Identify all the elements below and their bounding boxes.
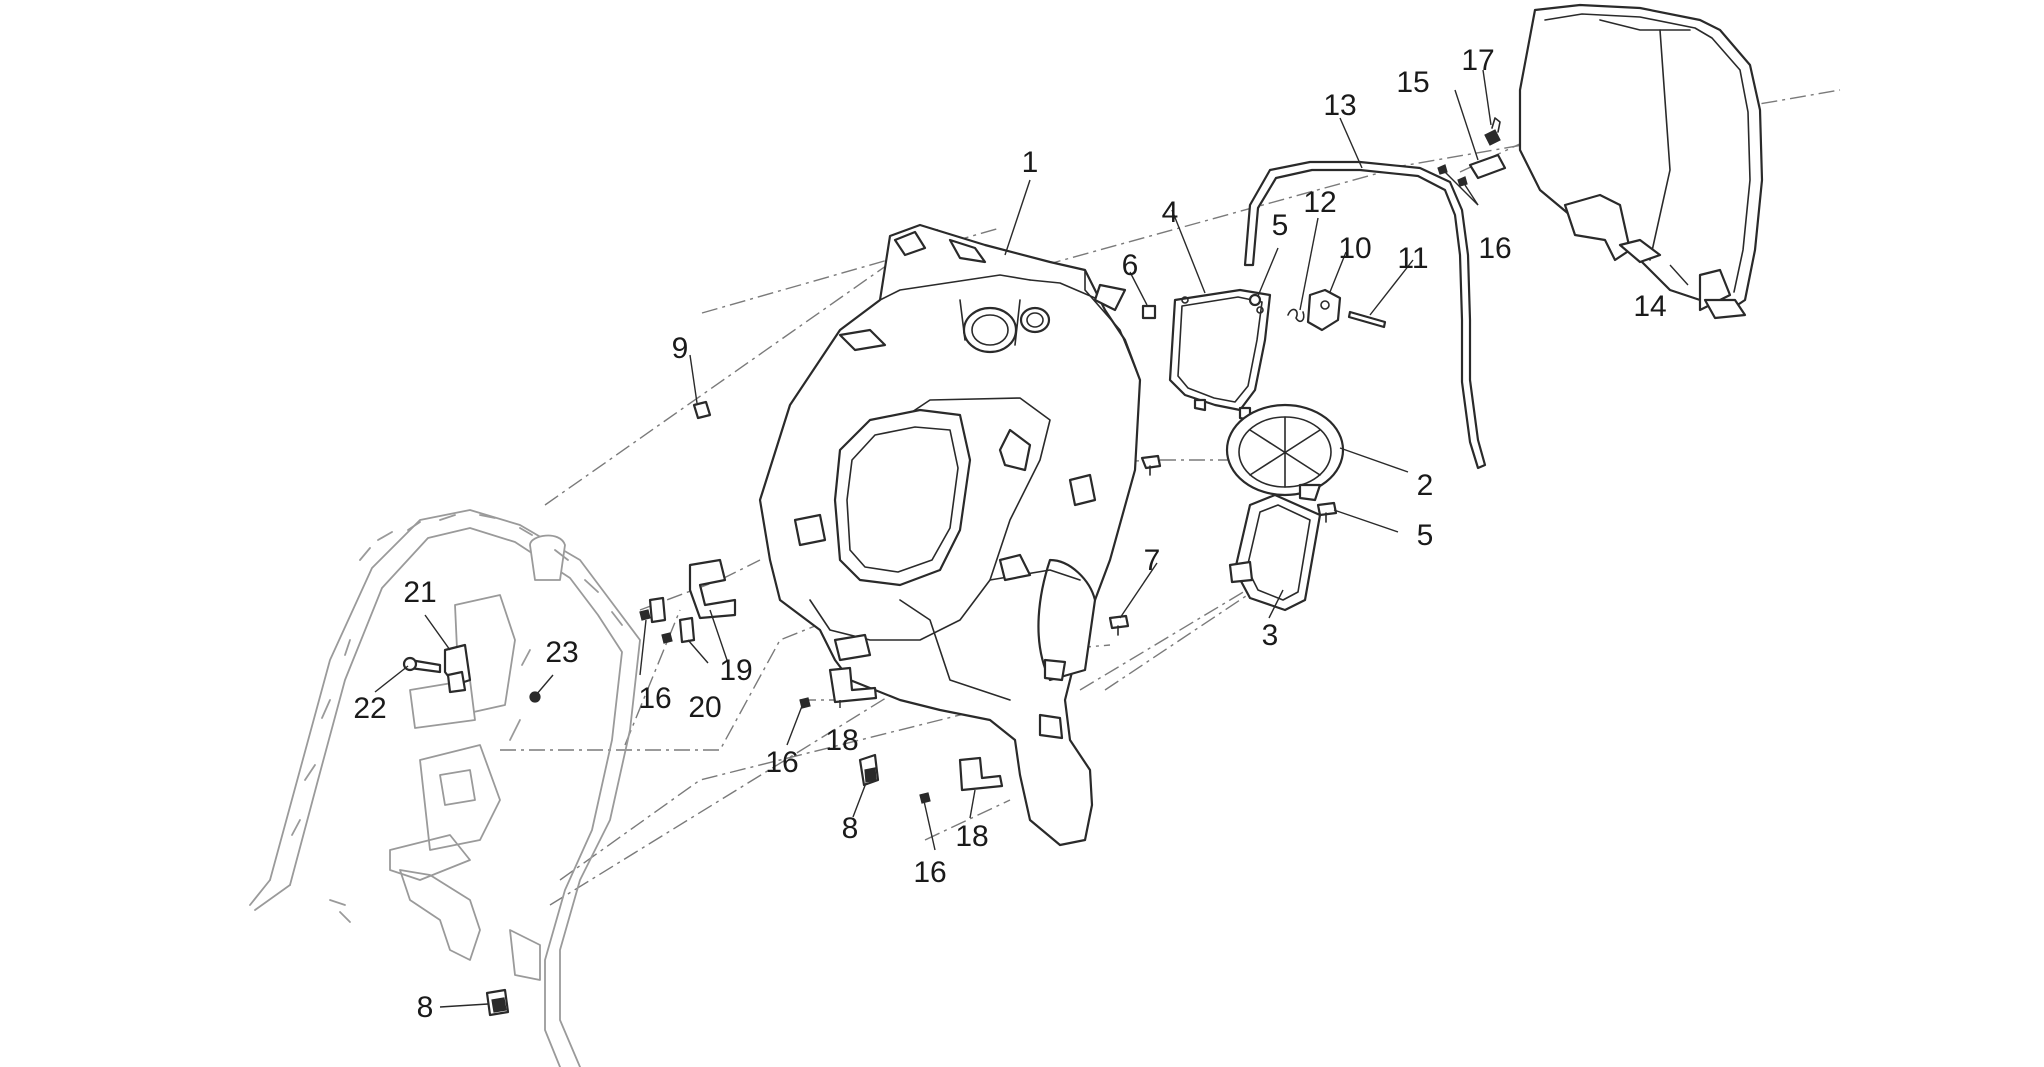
callout-13: 13 bbox=[1323, 89, 1356, 122]
callout-9: 9 bbox=[672, 332, 689, 365]
cover-plate-part-4 bbox=[1168, 288, 1272, 422]
callout-12: 12 bbox=[1303, 186, 1336, 219]
callout-16-mid: 16 bbox=[765, 746, 798, 779]
callout-22: 22 bbox=[353, 692, 386, 725]
callout-3: 3 bbox=[1262, 619, 1279, 652]
callout-8-mid: 8 bbox=[842, 812, 859, 845]
callout-11: 11 bbox=[1397, 242, 1428, 275]
callout-18-mid: 18 bbox=[825, 724, 858, 757]
callout-19: 19 bbox=[719, 654, 752, 687]
vent-part-2 bbox=[1225, 403, 1345, 502]
seal-strip-part-13 bbox=[1243, 160, 1487, 470]
callout-21: 21 bbox=[403, 576, 436, 609]
hardware bbox=[402, 117, 1507, 1017]
callout-18-right: 18 bbox=[955, 820, 988, 853]
callout-16-bottom: 16 bbox=[913, 856, 946, 889]
leader-lines bbox=[374, 69, 1689, 1008]
callout-20: 20 bbox=[688, 691, 721, 724]
callout-15: 15 bbox=[1396, 66, 1429, 99]
callout-8-bottom: 8 bbox=[417, 991, 434, 1024]
callout-2: 2 bbox=[1417, 469, 1434, 502]
callout-labels: 1 2 3 4 5 5 6 7 8 8 9 10 11 12 13 14 15 … bbox=[353, 44, 1666, 1024]
top-cover-part-14 bbox=[1518, 3, 1764, 320]
callout-5-top: 5 bbox=[1272, 209, 1289, 242]
leg-shield-frame bbox=[249, 509, 641, 1067]
callout-10: 10 bbox=[1338, 232, 1371, 265]
leg-shield-part-1 bbox=[758, 223, 1142, 847]
callout-4: 4 bbox=[1162, 196, 1179, 229]
cover-part-3 bbox=[1228, 493, 1322, 612]
callout-7: 7 bbox=[1144, 544, 1161, 577]
callout-5-right: 5 bbox=[1417, 519, 1434, 552]
callout-17: 17 bbox=[1461, 44, 1494, 77]
callout-23: 23 bbox=[545, 636, 578, 669]
callout-14: 14 bbox=[1633, 290, 1666, 323]
callout-6: 6 bbox=[1122, 249, 1139, 282]
callout-16-left: 16 bbox=[638, 682, 671, 715]
callout-1: 1 bbox=[1022, 146, 1039, 179]
callout-16-top: 16 bbox=[1478, 232, 1511, 265]
